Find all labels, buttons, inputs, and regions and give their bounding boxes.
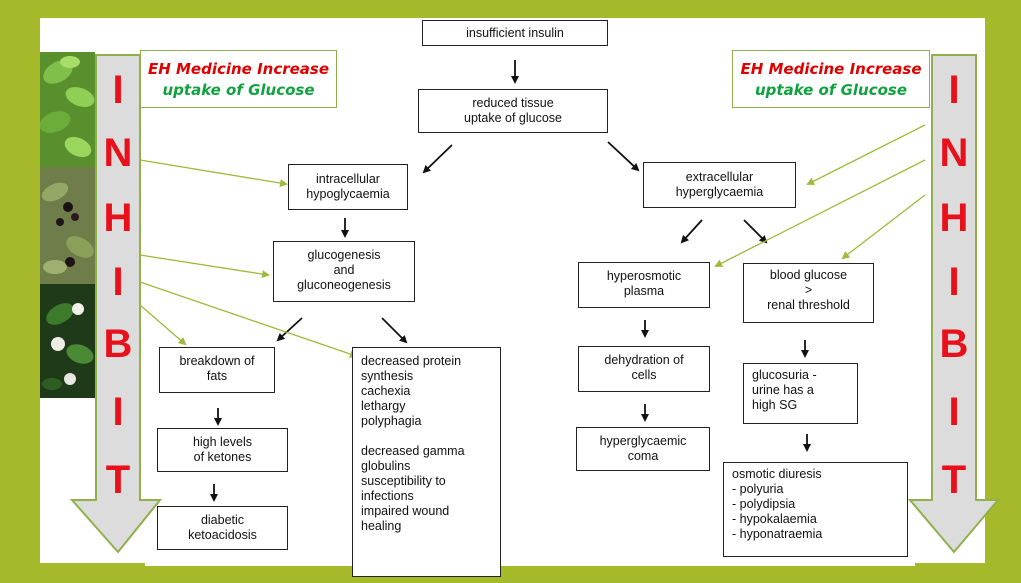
node-breakdown-of-fats: breakdown of fats <box>159 347 275 393</box>
eh-right-line2: uptake of Glucose <box>754 81 908 99</box>
arrow-extracellular-to-hyperosmotic <box>680 219 703 244</box>
node-osmotic-diuresis: osmotic diuresis - polyuria - polydipsia… <box>723 462 908 557</box>
inhibit-left-letter-0: I <box>112 68 124 112</box>
inhibit-right-letter-3: I <box>948 260 960 304</box>
inhibit-right-letter-6: T <box>941 458 967 502</box>
inhibit-right-letter-4: B <box>939 322 969 366</box>
green-arrow-to-blood <box>841 194 926 260</box>
white-flower-photo <box>40 284 95 398</box>
arrow-glucogenesis-to-breakdown <box>276 317 303 342</box>
inhibit-right-letter-2: H <box>939 196 969 240</box>
eh-medicine-box-left: EH Medicine Increase uptake of Glucose <box>140 50 337 108</box>
inhibit-arrow-right <box>907 54 1001 554</box>
arrow-glucogenesis-to-protein <box>381 317 408 344</box>
green-arrow-to-glucogenesis <box>139 254 270 279</box>
node-reduced-tissue-uptake: reduced tissue uptake of glucose <box>418 89 608 133</box>
green-arrow-to-intracellular <box>139 159 288 187</box>
node-intracellular-hypoglycaemia: intracellular hypoglycaemia <box>288 164 408 210</box>
node-glucogenesis: glucogenesis and gluconeogenesis <box>273 241 415 302</box>
arrow-reduced-to-extracellular <box>607 141 640 172</box>
eh-left-line2: uptake of Glucose <box>162 81 315 99</box>
inhibit-left-letter-2: H <box>103 196 133 240</box>
inhibit-left-letter-3: I <box>112 260 124 304</box>
inhibit-right-letter-1: N <box>939 131 969 175</box>
arrow-extracellular-to-blood <box>743 219 768 244</box>
inhibit-left-letter-6: T <box>105 458 131 502</box>
green-arrow-to-breakdown <box>139 304 187 346</box>
inhibit-left-letter-1: N <box>103 131 133 175</box>
node-glucosuria: glucosuria - urine has a high SG <box>743 363 858 424</box>
inhibit-left-letter-4: B <box>103 322 133 366</box>
green-leaves-photo <box>40 52 95 167</box>
node-hyperglycaemic-coma: hyperglycaemic coma <box>576 427 710 471</box>
berries-photo <box>40 167 95 284</box>
eh-left-line1: EH Medicine Increase <box>147 60 330 78</box>
node-high-levels-ketones: high levels of ketones <box>157 428 288 472</box>
green-arrow-to-hyperosmotic <box>714 159 926 267</box>
node-decreased-protein-synthesis: decreased protein synthesis cachexia let… <box>352 347 501 577</box>
inhibit-right-letter-0: I <box>948 68 960 112</box>
node-diabetic-ketoacidosis: diabetic ketoacidosis <box>157 506 288 550</box>
green-arrow-to-extracellular <box>806 124 926 185</box>
inhibit-arrow-left <box>69 54 163 554</box>
green-arrow-to-protein <box>139 281 358 358</box>
eh-medicine-box-right: EH Medicine Increase uptake of Glucose <box>732 50 930 108</box>
node-insufficient-insulin: insufficient insulin <box>422 20 608 46</box>
node-blood-glucose-renal: blood glucose > renal threshold <box>743 263 874 323</box>
node-dehydration-of-cells: dehydration of cells <box>578 346 710 392</box>
node-extracellular-hyperglycaemia: extracellular hyperglycaemia <box>643 162 796 208</box>
node-hyperosmotic-plasma: hyperosmotic plasma <box>578 262 710 308</box>
inhibit-left-letter-5: I <box>112 390 124 434</box>
arrow-reduced-to-intracellular <box>422 144 453 174</box>
inhibit-right-letter-5: I <box>948 390 960 434</box>
eh-right-line1: EH Medicine Increase <box>740 60 922 78</box>
